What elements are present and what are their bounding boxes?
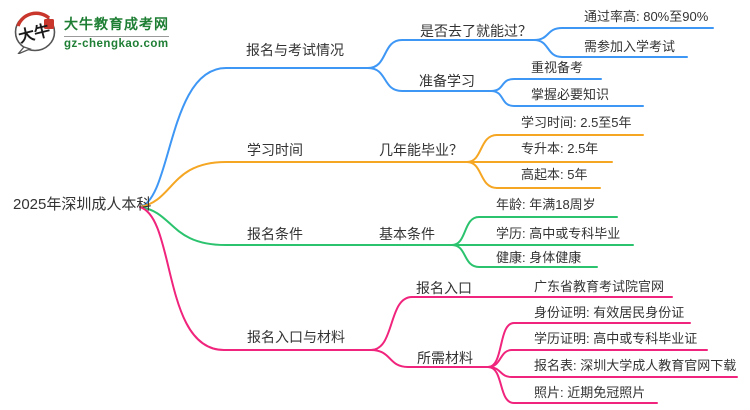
- connector-line: [367, 67, 492, 92]
- site-domain: gz-chengkao.com: [64, 38, 169, 50]
- connector-line: [139, 206, 453, 246]
- site-logo: 大牛 大牛教育成考网 gz-chengkao.com: [12, 10, 169, 54]
- leaf-node: 报名表: 深圳大学成人教育官网下载: [534, 358, 737, 373]
- child-node: 报名入口: [416, 280, 472, 296]
- connector-line: [370, 349, 489, 368]
- child-node: 是否去了就能过？: [420, 23, 532, 39]
- child-node: 基本条件: [379, 226, 435, 242]
- leaf-node: 健康: 身体健康: [496, 250, 582, 265]
- branch-node: 报名条件: [247, 226, 303, 242]
- branch-lines-blue: [139, 27, 714, 208]
- leaf-node: 学历: 高中或专科毕业: [496, 226, 621, 241]
- leaf-node: 重视备考: [531, 60, 584, 75]
- connector-line: [139, 161, 468, 208]
- branch-lines-green: [139, 206, 634, 268]
- mindmap-root-node: 2025年深圳成人本科: [13, 196, 152, 213]
- branch-node: 报名入口与材料: [247, 329, 345, 345]
- connector-line: [139, 67, 369, 208]
- leaf-node: 照片: 近期免冠照片: [534, 385, 646, 400]
- connector-line: [367, 39, 535, 69]
- branch-node: 学习时间: [247, 142, 303, 158]
- leaf-node: 年龄: 年满18周岁: [496, 197, 596, 212]
- leaf-node: 需参加入学考试: [584, 39, 676, 54]
- connector-line: [466, 161, 601, 189]
- child-node: 准备学习: [419, 73, 475, 89]
- child-node: 几年能毕业？: [379, 142, 463, 158]
- connector-line: [533, 39, 688, 58]
- child-node: 所需材料: [417, 350, 473, 366]
- connector-line: [451, 216, 618, 246]
- connector-line: [139, 206, 372, 351]
- leaf-node: 身份证明: 有效居民身份证: [534, 305, 685, 320]
- branch-lines-orange: [139, 134, 644, 208]
- leaf-node: 掌握必要知识: [531, 87, 610, 102]
- logo-divider: [64, 36, 169, 37]
- logo-bubble-icon: 大牛: [14, 11, 56, 54]
- logo-seal: [44, 19, 54, 29]
- branch-node: 报名与考试情况: [246, 42, 344, 58]
- leaf-node: 高起本: 5年: [521, 167, 588, 182]
- connector-line: [370, 296, 673, 351]
- leaf-node: 学习时间: 2.5至5年: [521, 115, 632, 130]
- connector-line: [451, 244, 598, 268]
- branch-lines-pink: [139, 206, 738, 404]
- connector-line: [490, 90, 644, 107]
- leaf-node: 广东省教育考试院官网: [534, 279, 665, 294]
- leaf-node: 专升本: 2.5年: [521, 141, 599, 156]
- leaf-node: 学历证明: 高中或专科毕业证: [534, 331, 698, 346]
- connector-line: [487, 366, 658, 404]
- site-name: 大牛教育成考网: [64, 16, 169, 32]
- leaf-node: 通过率高: 80%至90%: [584, 9, 709, 24]
